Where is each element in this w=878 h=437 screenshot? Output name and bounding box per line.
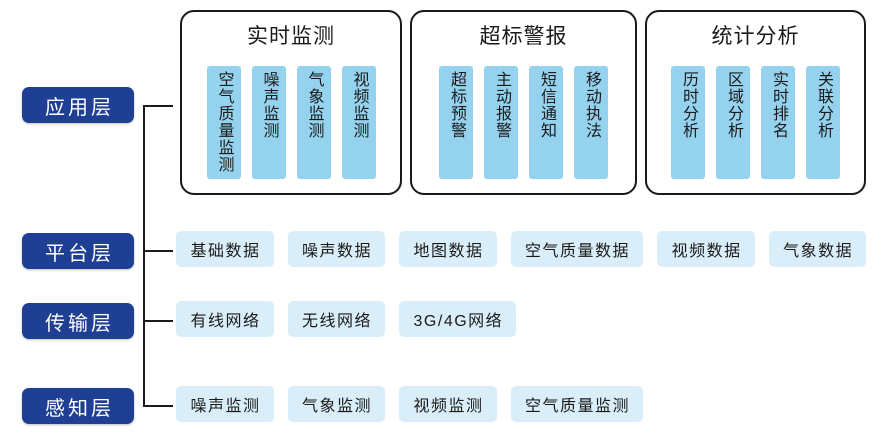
perception-item[interactable]: 噪声监测	[176, 386, 274, 422]
app-item-label: 实时排名	[769, 71, 787, 139]
app-item-box[interactable]: 实时排名	[761, 66, 795, 179]
app-item-box[interactable]: 短信通知	[529, 66, 563, 179]
group-items: 超标预警 主动报警 短信通知 移动执法	[412, 66, 635, 179]
application-group-statistical-analysis: 统计分析 历时分析 区域分析 实时排名 关联分析	[645, 10, 866, 195]
transmission-item[interactable]: 有线网络	[176, 301, 274, 337]
app-item-label: 空气质量监测	[215, 71, 233, 173]
bracket-connector-stub-perception	[143, 405, 173, 407]
app-item-label: 视频监测	[350, 71, 368, 139]
perception-item[interactable]: 视频监测	[399, 386, 497, 422]
app-item-label: 历时分析	[679, 71, 697, 139]
app-item-label: 噪声监测	[260, 71, 278, 139]
application-group-exceedance-alarm: 超标警报 超标预警 主动报警 短信通知 移动执法	[410, 10, 637, 195]
platform-item[interactable]: 地图数据	[399, 231, 497, 267]
bracket-connector-stub-transmission	[143, 320, 173, 322]
platform-item[interactable]: 噪声数据	[287, 231, 386, 267]
perception-item[interactable]: 空气质量监测	[510, 386, 644, 422]
platform-item[interactable]: 空气质量数据	[510, 231, 644, 267]
perception-layer-row: 噪声监测 气象监测 视频监测 空气质量监测	[176, 386, 644, 422]
platform-item[interactable]: 视频数据	[657, 231, 755, 267]
app-item-label: 移动执法	[582, 71, 600, 139]
layer-label-transmission: 传输层	[22, 303, 134, 339]
group-items: 历时分析 区域分析 实时排名 关联分析	[647, 66, 864, 179]
app-item-box[interactable]: 视频监测	[341, 66, 376, 179]
group-title: 实时监测	[247, 25, 335, 48]
app-item-box[interactable]: 区域分析	[716, 66, 750, 179]
app-item-label: 关联分析	[814, 71, 832, 139]
app-item-box[interactable]: 历时分析	[671, 66, 705, 179]
layer-label-perception: 感知层	[22, 388, 134, 424]
layer-label-application: 应用层	[22, 87, 134, 123]
app-item-label: 短信通知	[537, 71, 555, 139]
group-title: 统计分析	[711, 25, 800, 48]
platform-item[interactable]: 气象数据	[768, 231, 867, 267]
app-item-box[interactable]: 噪声监测	[251, 66, 286, 179]
bracket-connector-stub-application	[143, 105, 173, 107]
app-item-box[interactable]: 主动报警	[484, 66, 518, 179]
perception-item[interactable]: 气象监测	[287, 386, 386, 422]
app-item-label: 超标预警	[447, 71, 465, 139]
app-item-box[interactable]: 超标预警	[439, 66, 473, 179]
app-item-box[interactable]: 关联分析	[806, 66, 840, 179]
bracket-connector-stub-platform	[143, 250, 173, 252]
app-item-label: 主动报警	[492, 71, 510, 139]
bracket-connector-spine	[143, 105, 145, 407]
app-item-box[interactable]: 移动执法	[574, 66, 608, 179]
layer-label-platform: 平台层	[22, 233, 134, 269]
platform-layer-row: 基础数据 噪声数据 地图数据 空气质量数据 视频数据 气象数据	[176, 231, 867, 267]
transmission-item[interactable]: 3G/4G网络	[399, 301, 517, 337]
transmission-layer-row: 有线网络 无线网络 3G/4G网络	[176, 301, 517, 337]
app-item-label: 气象监测	[305, 71, 323, 139]
transmission-item[interactable]: 无线网络	[287, 301, 386, 337]
app-item-box[interactable]: 空气质量监测	[206, 66, 241, 179]
platform-item[interactable]: 基础数据	[176, 231, 274, 267]
app-item-box[interactable]: 气象监测	[296, 66, 331, 179]
group-items: 空气质量监测 噪声监测 气象监测 视频监测	[182, 66, 400, 179]
app-item-label: 区域分析	[724, 71, 742, 139]
group-title: 超标警报	[479, 25, 568, 48]
application-group-realtime-monitoring: 实时监测 空气质量监测 噪声监测 气象监测 视频监测	[180, 10, 402, 195]
